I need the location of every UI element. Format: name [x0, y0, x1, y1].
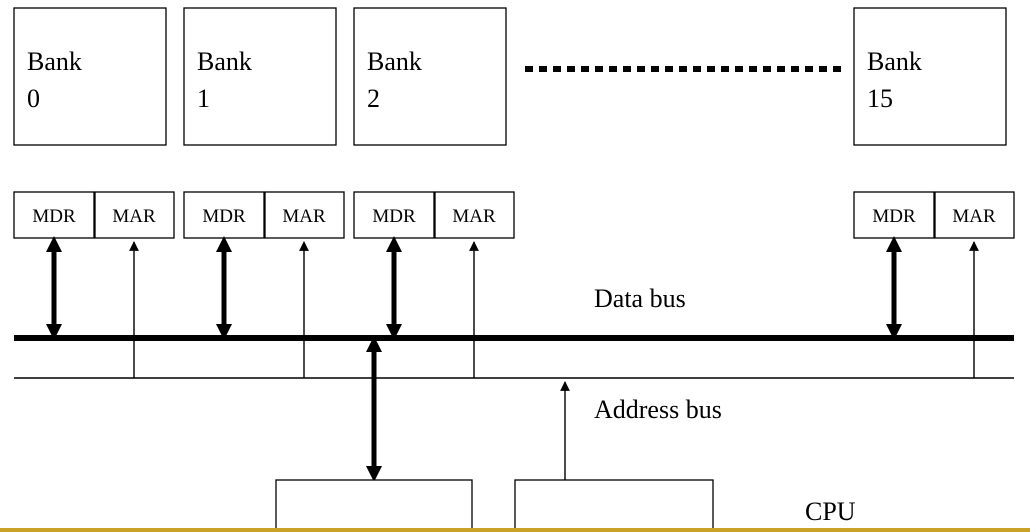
- mar-register-1: MAR: [264, 191, 345, 239]
- bank-0: Bank 0: [13, 7, 167, 146]
- mar-register-2: MAR: [434, 191, 515, 239]
- mdr-register-0: MDR: [13, 191, 95, 239]
- address-bus-label: Address bus: [594, 395, 722, 424]
- bank-number: 15: [867, 84, 893, 113]
- mar-register-0: MAR: [94, 191, 175, 239]
- mar-label: MAR: [112, 206, 156, 227]
- bank-1: Bank 1: [183, 7, 337, 146]
- bank-title: Bank: [27, 47, 82, 76]
- data-bus-label: Data bus: [594, 284, 686, 313]
- register-row: MDR MAR MDR MAR MDR MAR MDR MAR: [13, 191, 1015, 239]
- bank-title: Bank: [367, 47, 422, 76]
- bank-number: 0: [27, 84, 40, 113]
- bank-2: Bank 2: [353, 7, 507, 146]
- cpu-address-register: [514, 479, 714, 530]
- cpu-unit: CPU: [275, 479, 856, 530]
- mdr-label: MDR: [32, 206, 76, 227]
- bank-title: Bank: [867, 47, 922, 76]
- mar-label: MAR: [282, 206, 326, 227]
- cpu-label: CPU: [805, 497, 856, 526]
- bank-15: Bank 15: [853, 7, 1007, 146]
- mdr-register-15: MDR: [853, 191, 935, 239]
- mdr-label: MDR: [202, 206, 246, 227]
- bank-title: Bank: [197, 47, 252, 76]
- bottom-rule: [0, 528, 1030, 532]
- mdr-label: MDR: [372, 206, 416, 227]
- mdr-label: MDR: [872, 206, 916, 227]
- mdr-register-1: MDR: [183, 191, 265, 239]
- cpu-data-register: [275, 479, 473, 530]
- mar-label: MAR: [952, 206, 996, 227]
- bank-number: 2: [367, 84, 380, 113]
- mdr-register-2: MDR: [353, 191, 435, 239]
- bank-number: 1: [197, 84, 210, 113]
- mar-label: MAR: [452, 206, 496, 227]
- mar-register-15: MAR: [934, 191, 1015, 239]
